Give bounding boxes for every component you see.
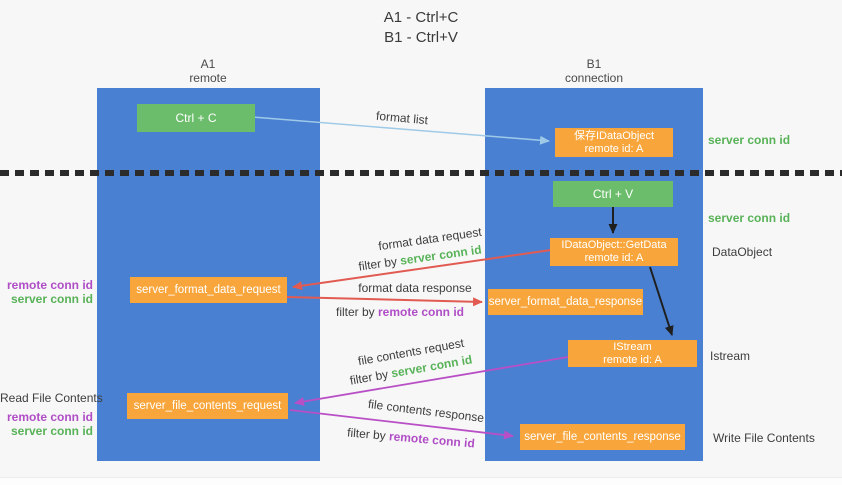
- filter-value-remote-conn-id: remote conn id: [378, 305, 465, 319]
- label-remote-conn-id-1: remote conn id: [6, 278, 93, 292]
- node-idataobject-getdata: IDataObject::GetData remote id: A: [550, 238, 678, 266]
- filter-value-remote-conn-id: remote conn id: [388, 429, 476, 451]
- node-ctrl-v: Ctrl + V: [553, 181, 673, 207]
- filter-prefix: filter by: [348, 366, 393, 388]
- node-istream-line2: remote id: A: [603, 353, 662, 366]
- node-idataobject-getdata-line1: IDataObject::GetData: [561, 239, 667, 251]
- node-server-format-data-response: server_format_data_response: [488, 289, 643, 315]
- edge-label-file-contents-response: file contents response: [367, 396, 485, 426]
- label-server-conn-id-mid: server conn id: [708, 211, 791, 225]
- diagram-title: A1 - Ctrl+C B1 - Ctrl+V: [0, 8, 842, 48]
- node-idataobject-getdata-line2: remote id: A: [584, 252, 644, 264]
- node-istream: IStream remote id: A: [568, 340, 697, 367]
- lifeline-left-name: A1: [200, 57, 216, 71]
- bottom-edge: [0, 477, 842, 485]
- node-server-file-contents-request: server_file_contents_request: [127, 393, 288, 419]
- lifeline-header-left: A1 remote: [148, 57, 268, 85]
- label-write-file-contents: Write File Contents: [713, 431, 815, 445]
- label-server-conn-id-top: server conn id: [708, 133, 791, 147]
- label-remote-conn-id-2: remote conn id: [6, 410, 93, 424]
- lifeline-right-name: B1: [586, 57, 602, 71]
- label-server-conn-id-1: server conn id: [10, 292, 93, 306]
- edge-label-format-list: format list: [375, 108, 429, 128]
- filter-prefix: filter by: [346, 425, 390, 444]
- node-save-idataobject-line2: remote id: A: [584, 142, 644, 155]
- filter-prefix: filter by: [357, 253, 402, 274]
- edge-label-format-data-response: format data response: [358, 281, 472, 295]
- lifeline-right-role: connection: [564, 71, 624, 85]
- lifeline-left-role: remote: [189, 71, 227, 85]
- label-dataobject: DataObject: [712, 245, 773, 259]
- title-line-1: A1 - Ctrl+C: [383, 9, 459, 26]
- filter-prefix: filter by: [335, 305, 378, 319]
- label-read-file-contents: Read File Contents: [0, 391, 103, 405]
- node-save-idataobject-line1: 保存IDataObject: [573, 129, 655, 142]
- edge-label-format-data-response-filter: filter by remote conn id: [336, 305, 464, 319]
- node-server-file-contents-response: server_file_contents_response: [520, 424, 685, 450]
- node-server-format-data-request: server_format_data_request: [130, 277, 287, 303]
- title-line-2: B1 - Ctrl+V: [384, 29, 458, 46]
- node-save-idataobject: 保存IDataObject remote id: A: [555, 128, 673, 157]
- label-server-conn-id-2: server conn id: [10, 424, 93, 438]
- label-istream: Istream: [710, 349, 751, 363]
- lifeline-header-right: B1 connection: [534, 57, 654, 85]
- dotted-divider: [0, 170, 842, 176]
- node-ctrl-c: Ctrl + C: [137, 104, 255, 132]
- node-istream-line1: IStream: [613, 340, 652, 353]
- edge-label-file-contents-response-filter: filter by remote conn id: [347, 425, 476, 450]
